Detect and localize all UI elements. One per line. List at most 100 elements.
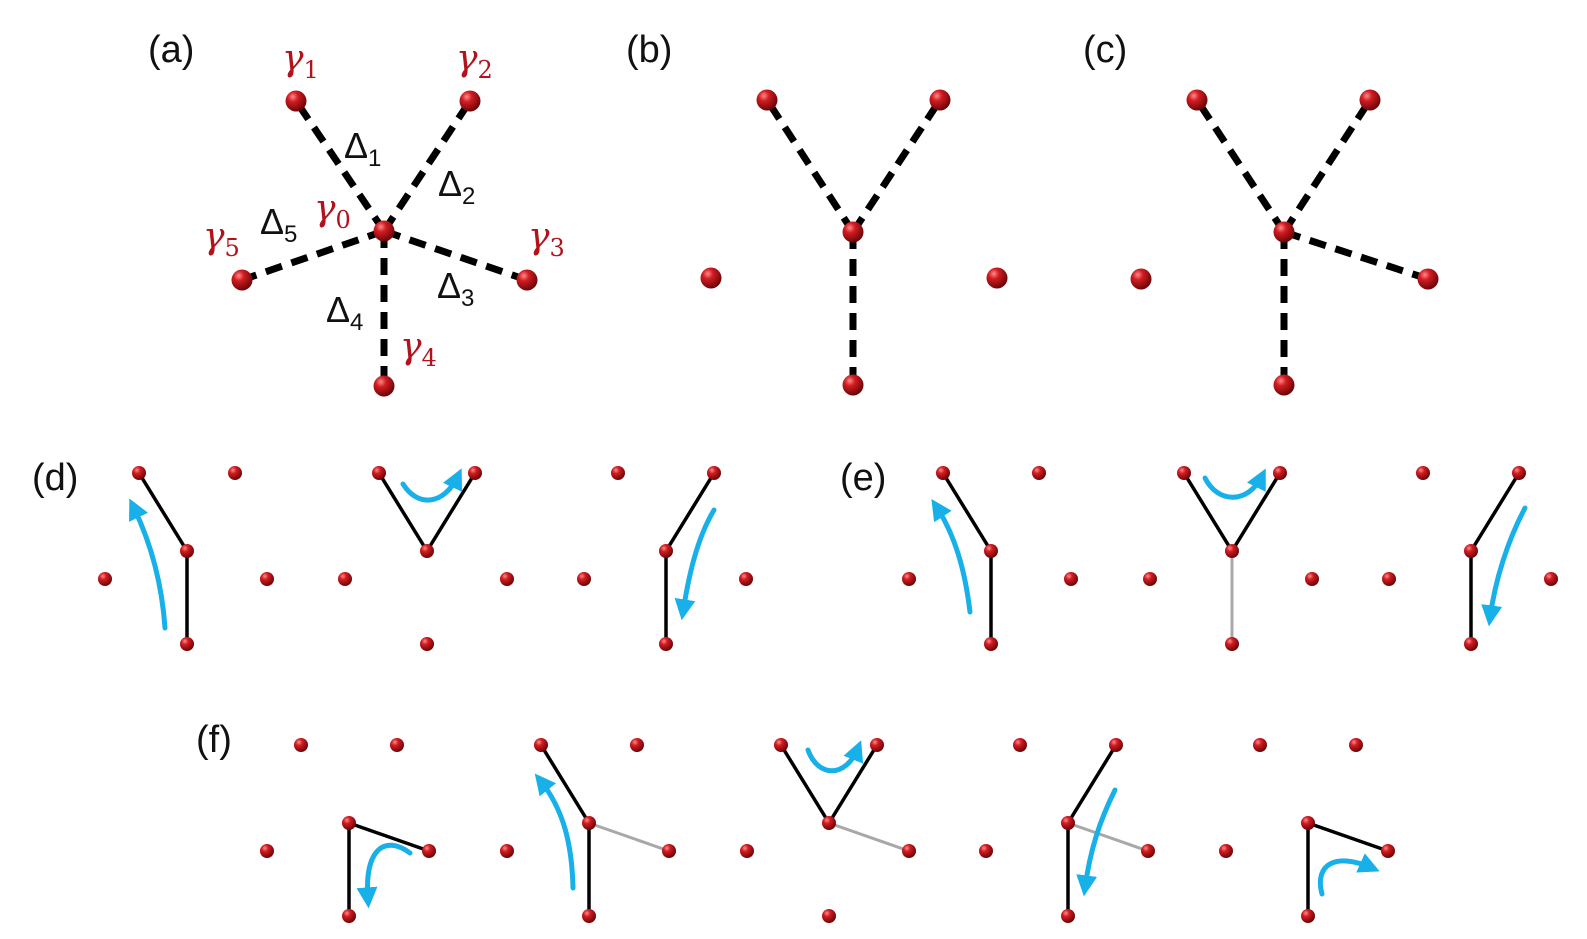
majorana-node [1273, 466, 1287, 480]
exchange-arrows-layer [129, 468, 1528, 909]
majorana-node [842, 221, 864, 243]
majorana-node [659, 544, 673, 558]
majorana-node [984, 544, 998, 558]
majorana-node [582, 909, 596, 923]
panel-label-c: (c) [1083, 29, 1127, 71]
majorana-node [390, 738, 404, 752]
majorana-node [822, 816, 836, 830]
majorana-node [1512, 466, 1526, 480]
panel-label-f: (f) [196, 719, 232, 761]
majorana-node [1273, 374, 1295, 396]
coupling-bond-active [827, 744, 879, 824]
exchange-arrow [400, 468, 462, 503]
majorana-node [338, 572, 352, 586]
exchange-arrow [1481, 505, 1528, 627]
majorana-node [577, 572, 591, 586]
gamma-label-5: γ5 [203, 216, 240, 262]
majorana-node [822, 909, 836, 923]
majorana-node [1301, 816, 1315, 830]
majorana-node [1219, 844, 1233, 858]
majorana-node [936, 466, 950, 480]
panel-label-e: (e) [840, 457, 886, 499]
coupling-bond-inactive [1067, 821, 1149, 853]
majorana-node [342, 909, 356, 923]
majorana-node [659, 637, 673, 651]
coupling-bond-dashed [1281, 98, 1373, 234]
majorana-node [500, 844, 514, 858]
majorana-node [132, 466, 146, 480]
coupling-bond-active [348, 821, 430, 853]
exchange-arrow [356, 842, 413, 909]
majorana-node [373, 375, 395, 397]
majorana-node [707, 466, 721, 480]
majorana-node [1177, 466, 1191, 480]
majorana-node [1464, 637, 1478, 651]
majorana-node [1305, 572, 1319, 586]
majorana-node [516, 269, 538, 291]
coupling-bond-dashed [764, 98, 856, 234]
coupling-bond-active [1182, 472, 1234, 552]
coupling-bond-dashed [1194, 98, 1287, 234]
majorana-node [774, 738, 788, 752]
majorana-node [1253, 738, 1267, 752]
majorana-node [260, 844, 274, 858]
majorana-node [1225, 544, 1239, 558]
coupling-bond-active [1469, 472, 1521, 552]
gamma-label-4: γ4 [400, 326, 437, 372]
coupling-bond-active [539, 744, 591, 824]
majorana-node [929, 89, 951, 111]
majorana-node [630, 738, 644, 752]
majorana-node [260, 572, 274, 586]
majorana-node [1349, 738, 1363, 752]
coupling-bond-active [1066, 744, 1118, 824]
gamma-label-2: γ2 [456, 38, 493, 84]
majorana-node [420, 637, 434, 651]
majorana-node [1032, 466, 1046, 480]
majorana-node [468, 466, 482, 480]
exchange-arrow [674, 507, 717, 621]
delta-label-3: Δ3 [437, 265, 474, 312]
coupling-bond-active [941, 472, 993, 552]
majorana-node [756, 89, 778, 111]
majorana-node [700, 267, 722, 289]
exchange-arrow [805, 740, 864, 774]
majorana-node [180, 637, 194, 651]
majorana-node [1416, 466, 1430, 480]
coupling-bond-active [377, 472, 429, 552]
exchange-arrow [129, 498, 168, 631]
majorana-node [1381, 844, 1395, 858]
coupling-bond-active [1307, 821, 1389, 853]
majorana-node [420, 544, 434, 558]
coupling-bond-active [664, 472, 716, 552]
majorana-node [1109, 738, 1123, 752]
majorana-node [285, 90, 307, 112]
majorana-node [459, 90, 481, 112]
majorana-node [582, 816, 596, 830]
majorana-node [1130, 268, 1152, 290]
delta-label-4: Δ4 [326, 289, 363, 336]
majorana-node [180, 544, 194, 558]
exchange-arrow [1317, 853, 1380, 897]
coupling-bond-dashed [1282, 228, 1430, 283]
majorana-node [1186, 89, 1208, 111]
majorana-node [422, 844, 436, 858]
majorana-node [1301, 909, 1315, 923]
majorana-node [1061, 816, 1075, 830]
majorana-node [1417, 268, 1439, 290]
majorana-node [534, 738, 548, 752]
majorana-node [902, 572, 916, 586]
majorana-node [231, 269, 253, 291]
majorana-node [1061, 909, 1075, 923]
majorana-node [1141, 844, 1155, 858]
majorana-node [342, 816, 356, 830]
majorana-node [870, 738, 884, 752]
coupling-bond-active [425, 472, 477, 552]
exchange-arrow [534, 773, 576, 891]
majorana-node [986, 267, 1008, 289]
coupling-bond-dashed [850, 98, 943, 234]
coupling-bond-active [1230, 472, 1282, 552]
gamma-label-3: γ3 [528, 216, 565, 262]
majorana-node [1013, 738, 1027, 752]
majorana-node [372, 466, 386, 480]
